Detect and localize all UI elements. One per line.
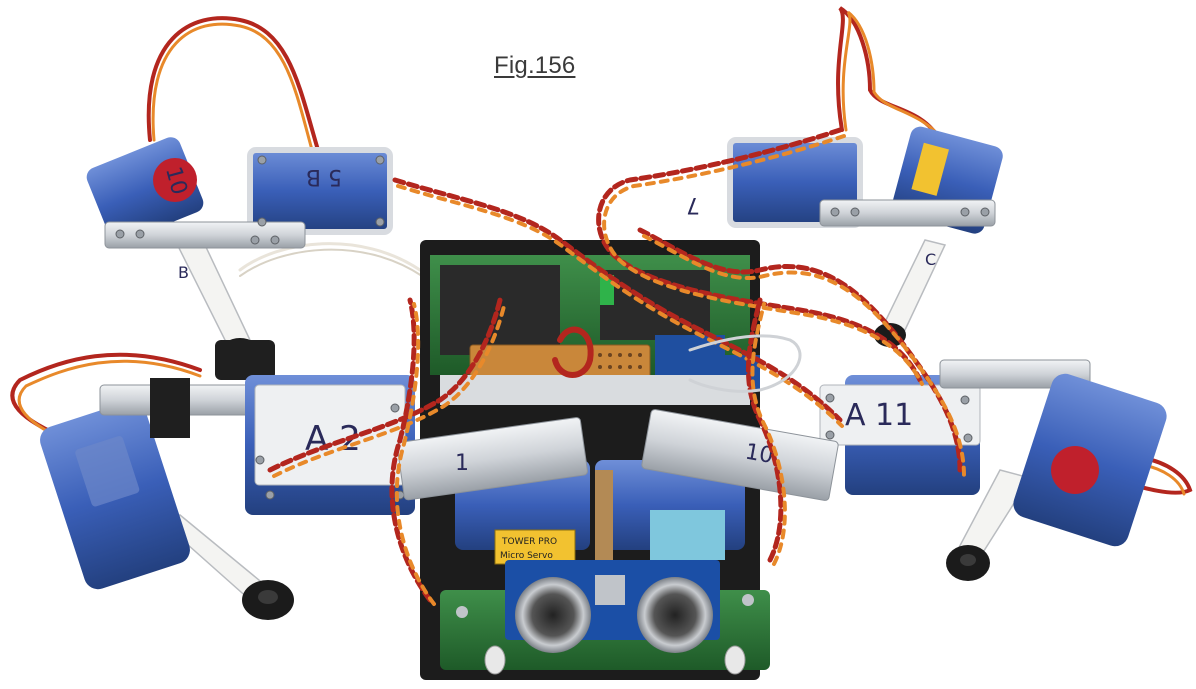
servo-model-text: Micro Servo [500,551,553,561]
leg-label-c: C [925,250,936,269]
servo-label-7: 7 [686,192,700,217]
servo-label-5b: 5 B [306,164,342,189]
legs [158,239,1032,602]
servo-brand-text: TOWER PRO [501,537,557,547]
servo-top-left: 10 5 B B [86,137,393,282]
servo-label-1: 1 [455,451,469,476]
leg-label-b: B [178,263,189,282]
coiled-wires [267,127,966,606]
servo-left: A 2 [40,340,415,590]
figure-caption: Fig.156 [494,52,576,79]
servo-label-a11: A 11 [845,398,913,433]
